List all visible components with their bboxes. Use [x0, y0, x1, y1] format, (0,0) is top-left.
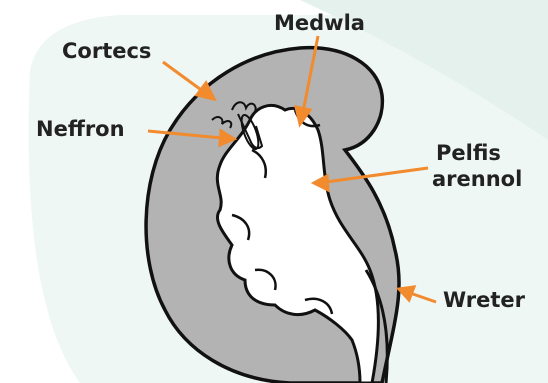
label-ureter: Wreter — [443, 288, 526, 312]
label-pelvis-line2: arennol — [432, 167, 522, 191]
label-medulla: Medwla — [274, 11, 365, 35]
label-cortex: Cortecs — [62, 39, 151, 63]
label-nephron: Neffron — [36, 117, 125, 141]
label-pelvis-line1: Pelfis — [436, 141, 501, 165]
